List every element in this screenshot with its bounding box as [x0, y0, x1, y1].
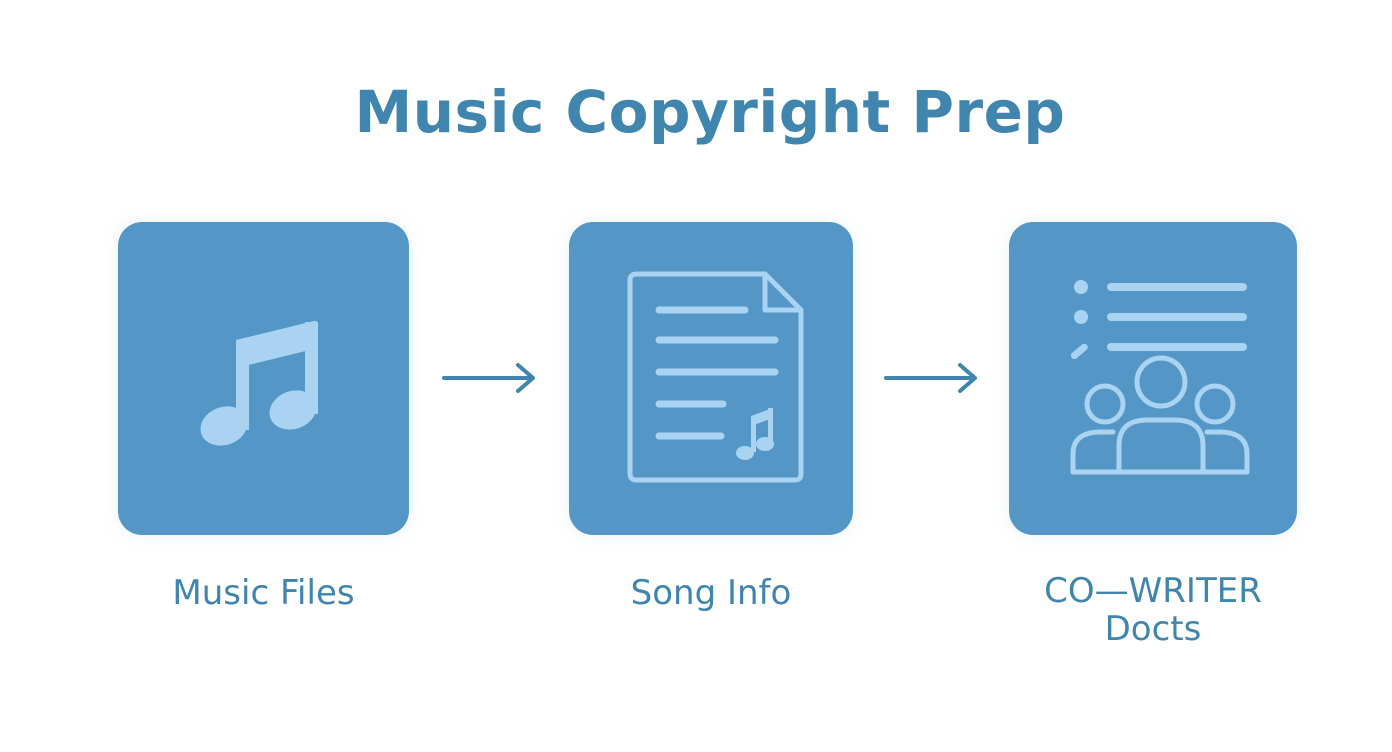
- step-label-line: Docts: [1104, 609, 1202, 649]
- step-label-co-writer-docs: CO—WRITER Docts: [1009, 572, 1297, 648]
- step-label-song-info: Song Info: [630, 573, 792, 613]
- co-writer-docs-card: [1009, 222, 1297, 535]
- step-label-music-files: Music Files: [172, 573, 355, 613]
- song-info-card: [569, 222, 853, 535]
- music-files-card: [118, 222, 409, 535]
- arrow-right-icon: [442, 363, 535, 393]
- co-writer-group-icon: [1070, 280, 1250, 475]
- diagram-title: Music Copyright Prep: [354, 78, 1066, 146]
- music-note-icon: [200, 320, 318, 446]
- step-label-line: CO—WRITER: [1044, 571, 1262, 611]
- arrow-right-icon: [884, 363, 977, 393]
- document-music-icon: [627, 271, 804, 483]
